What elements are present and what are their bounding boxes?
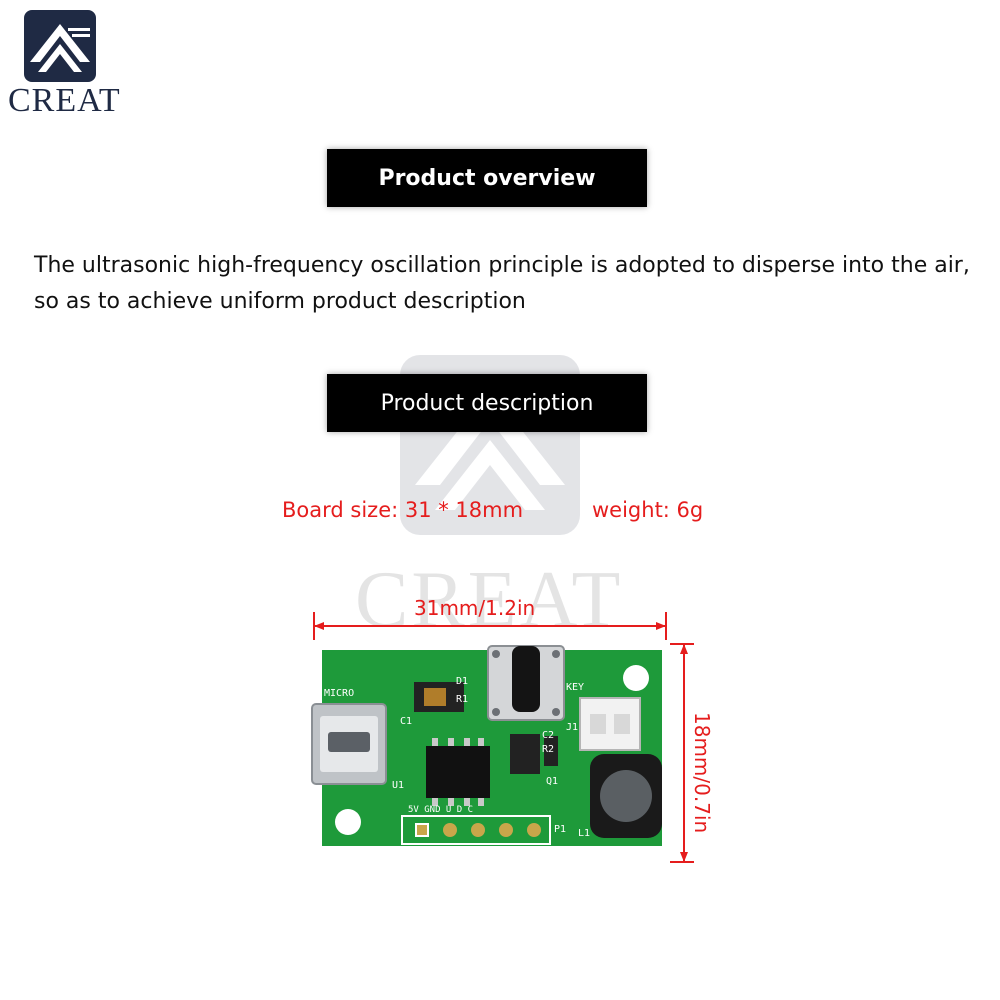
height-dimension-line <box>670 643 694 863</box>
silk-c1: C1 <box>400 716 412 727</box>
board-size-spec: Board size: 31 * 18mm <box>282 498 524 522</box>
width-dimension-label: 31mm/1.2in <box>414 596 536 620</box>
mount-hole-top-right <box>623 665 649 691</box>
width-dimension-line <box>313 612 667 640</box>
creat-logo-icon <box>24 10 96 82</box>
silk-j1: J1 <box>566 722 578 733</box>
silk-l1: L1 <box>578 828 590 839</box>
silk-q1: Q1 <box>546 776 558 787</box>
watermark-text: CREAT <box>355 556 624 644</box>
brand-logo-text: CREAT <box>8 82 121 119</box>
silk-c2: C2 <box>542 730 554 741</box>
mount-hole-bottom-left <box>335 809 361 835</box>
silk-r1: R1 <box>456 694 468 705</box>
overview-description: The ultrasonic high-frequency oscillatio… <box>34 253 970 314</box>
silk-d1: D1 <box>456 676 468 687</box>
weight-spec: weight: 6g <box>592 498 704 522</box>
silk-pins: 5V GND U D C <box>408 805 473 815</box>
transducer-disc <box>600 770 652 822</box>
silk-r2: R2 <box>542 744 554 755</box>
silk-p1: P1 <box>554 824 566 835</box>
ic-chip <box>426 746 490 798</box>
pin-header <box>401 815 551 845</box>
silk-micro: MICRO <box>324 688 354 699</box>
product-description-banner: Product description <box>327 374 647 432</box>
silk-key: KEY <box>566 682 584 693</box>
jst-connector <box>579 697 641 751</box>
pcb-board-illustration: MICRO KEY D1 R1 C1 C2 R2 J1 Q1 U1 P1 L1 … <box>311 612 694 863</box>
product-overview-banner: Product overview <box>327 149 647 207</box>
silk-u1: U1 <box>392 780 404 791</box>
